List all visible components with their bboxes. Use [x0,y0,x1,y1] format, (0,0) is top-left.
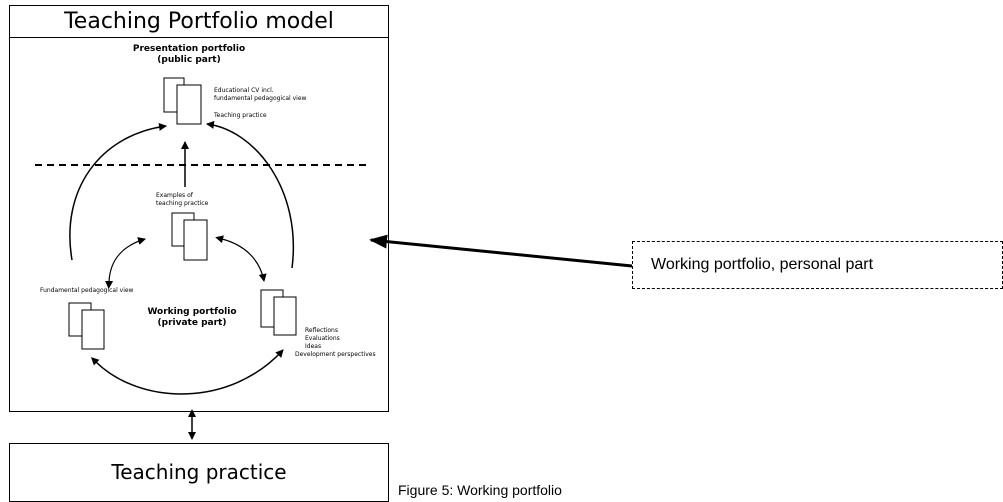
ideas-label: Ideas [305,343,322,350]
figure-caption: Figure 5: Working portfolio [398,482,562,498]
working-portfolio-callout: Working portfolio, personal part [632,241,1003,289]
diagram-title-box: Teaching Portfolio model [9,5,389,38]
fundamental-document-icon [68,302,105,350]
right-arc-arrow [206,120,295,269]
callout-label: Working portfolio, personal part [651,256,874,273]
fundamental-examples-arrow [105,237,146,289]
reflections-label: Reflections [305,327,338,334]
working-heading-line2: (private part) [157,318,227,328]
examples-label-line2: teaching practice [156,200,209,207]
examples-document-icon [171,212,208,261]
presentation-document-icon [163,77,202,125]
presentation-heading-line1: Presentation portfolio [132,44,246,54]
diagram-title: Teaching Portfolio model [64,9,334,34]
working-heading-line1: Working portfolio [147,307,237,317]
examples-label-line1: Examples of [156,192,193,199]
left-arc-arrow [69,122,167,261]
presentation-item-practice: Teaching practice [214,112,267,119]
presentation-heading: Presentation portfolio (public part) [104,44,274,66]
fundamental-label: Fundamental pedagogical view [40,287,134,294]
teaching-practice-box: Teaching practice [9,443,389,502]
development-perspectives-label: Development perspectives [295,351,376,358]
presentation-heading-line2: (public part) [157,55,221,65]
reflections-document-icon [260,289,297,336]
working-heading: Working portfolio (private part) [132,307,252,329]
presentation-item-view: fundamental pedagogical view [214,95,307,102]
callout-pointer-arrow [369,234,633,268]
bottom-curve-arrow [90,349,284,395]
presentation-item-cv: Educational CV incl. [214,87,274,94]
examples-reflections-arrow [215,235,267,282]
teaching-practice-label: Teaching practice [111,460,287,484]
evaluations-label: Evaluations [305,335,340,342]
